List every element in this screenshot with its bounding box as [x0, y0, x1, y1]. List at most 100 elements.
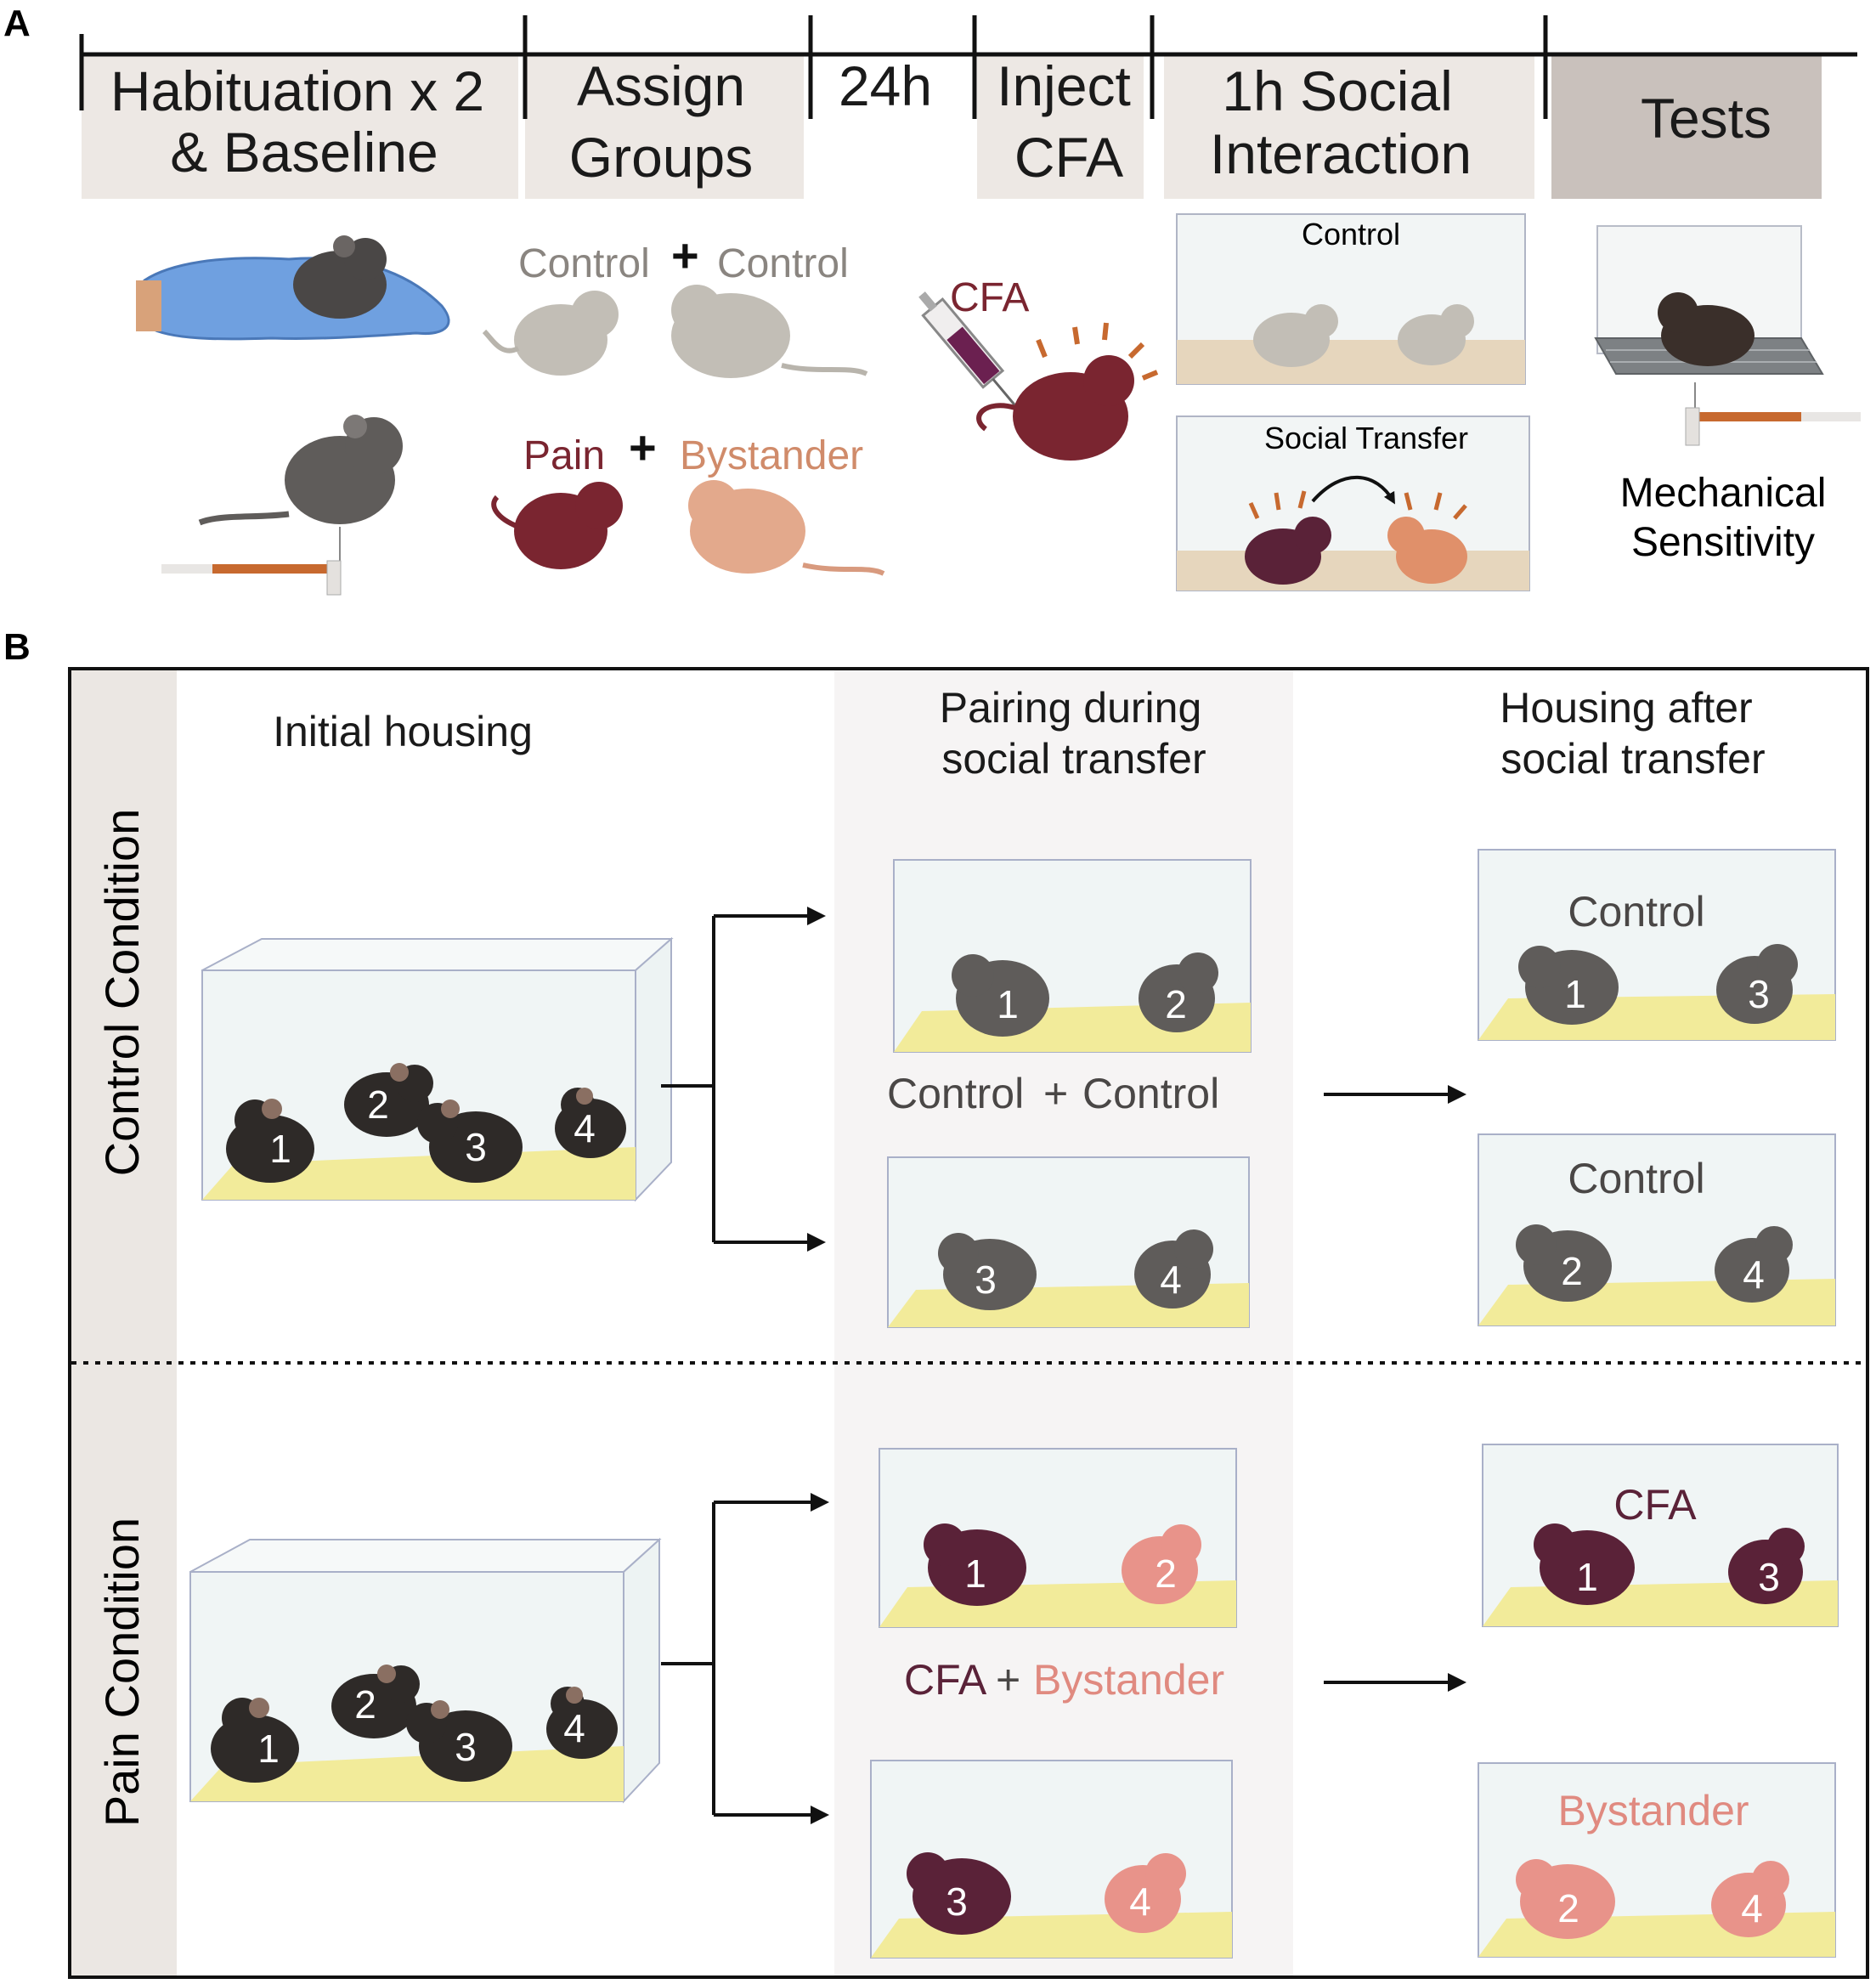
cage-initial-control: 1 2 3 4: [201, 936, 674, 1202]
condition-label-control: Control Condition: [95, 809, 149, 1177]
mouse-icon: [211, 1698, 299, 1783]
mouse-icon: [417, 1099, 523, 1183]
stage-box-tests: [1551, 54, 1822, 199]
stage-label: Assign: [577, 54, 745, 117]
mesh-platform-icon: [1594, 225, 1824, 375]
group-label-bystander: Bystander: [680, 433, 863, 478]
timeline: Habituation x 2 & Baseline Assign Groups…: [79, 15, 1857, 199]
group-plus: +: [671, 229, 699, 282]
stage-box-inject: [977, 54, 1144, 199]
stage-label: Tests: [1641, 87, 1771, 150]
stage-label: & Baseline: [170, 121, 438, 184]
mouse-number: 4: [563, 1706, 585, 1750]
cage-label-control: Control: [1568, 1155, 1704, 1202]
tests-label: Sensitivity: [1631, 520, 1815, 565]
mouse-icon: [1139, 952, 1218, 1032]
mouse-icon: [1516, 1224, 1612, 1302]
stage-label: 1h Social: [1222, 59, 1453, 122]
stage-label: 24h: [839, 54, 932, 117]
mouse-number: 4: [1743, 1252, 1765, 1297]
mouse-number: 2: [367, 1082, 389, 1127]
cage-pairing-control-2: 3 4: [887, 1156, 1250, 1328]
mouse-icon: [1122, 1524, 1201, 1604]
split-arrow-pain: [661, 1493, 829, 1824]
cage-initial-pain: 1 2 3 4: [189, 1537, 662, 1804]
mouse-number: 2: [1557, 1886, 1579, 1930]
cage-label-control: Control: [1568, 888, 1704, 935]
mouse-icon: [406, 1700, 512, 1782]
pair-plus: +: [1043, 1070, 1068, 1117]
stage-box-habituation: [82, 54, 518, 199]
cfa-label: CFA: [950, 275, 1029, 320]
mouse-icon: [1518, 946, 1619, 1025]
column-header-initial: Initial housing: [273, 708, 533, 755]
stage-label: Inject: [997, 54, 1131, 117]
group-plus: +: [629, 421, 657, 474]
mouse-icon: [1534, 1523, 1635, 1605]
pair-label-bystander: Bystander: [1033, 1656, 1224, 1704]
mouse-number: 3: [975, 1258, 997, 1302]
cage-pairing-pain-2: 3 4: [870, 1760, 1233, 1959]
mouse-icon: [907, 1852, 1011, 1935]
mouse-icon: [924, 1523, 1026, 1606]
glove-hand-icon: [136, 257, 450, 341]
mouse-number: 1: [269, 1127, 291, 1171]
group-label-control: Control: [518, 241, 650, 286]
mouse-number: 3: [455, 1725, 477, 1769]
mouse-number: 4: [1160, 1258, 1182, 1302]
mouse-number: 2: [1165, 982, 1187, 1026]
mouse-icon: [546, 1687, 618, 1759]
split-arrow-control: [661, 907, 826, 1252]
mouse-icon: [952, 954, 1049, 1037]
cage-social-transfer-interaction: [1176, 415, 1530, 591]
mouse-number: 1: [997, 982, 1019, 1026]
mouse-control-icon: [671, 285, 868, 378]
mouse-number: 4: [1741, 1886, 1763, 1930]
mouse-number: 1: [964, 1552, 986, 1596]
stage-label: Habituation x 2: [110, 59, 484, 122]
mouse-held-icon: [293, 235, 387, 319]
mouse-number: 3: [1758, 1555, 1780, 1599]
cage-after-cfa: 1 3: [1482, 1444, 1839, 1627]
mouse-icon: [938, 1233, 1037, 1310]
mouse-number: 1: [1564, 972, 1586, 1016]
pair-label-cfa: CFA: [904, 1656, 987, 1704]
tests-label: Mechanical: [1620, 471, 1827, 516]
von-frey-filament-icon: [161, 527, 342, 596]
cage-after-bystander: 2 4: [1478, 1762, 1836, 1958]
mouse-icon: [1715, 1226, 1793, 1303]
mouse-icon: [1728, 1528, 1805, 1604]
cage-label-cfa: CFA: [1613, 1481, 1697, 1529]
mouse-icon: [331, 1665, 420, 1738]
group-label-pain: Pain: [523, 433, 605, 478]
syringe-icon: [918, 291, 1016, 406]
mouse-cfa-injected-icon: [976, 322, 1159, 461]
mouse-baseline-icon: [198, 415, 403, 526]
mouse-number: 2: [354, 1682, 376, 1727]
cage-after-control-2: 2 4: [1478, 1133, 1836, 1326]
condition-sidebar: [71, 670, 177, 1976]
mouse-number: 2: [1155, 1552, 1177, 1596]
mouse-icon: [1105, 1853, 1186, 1933]
pair-label-control: Control: [1082, 1070, 1219, 1117]
pair-label-control: Control: [887, 1070, 1024, 1117]
stage-label: CFA: [1014, 126, 1123, 189]
column-header-after: social transfer: [1500, 735, 1765, 783]
stage-label: Groups: [569, 126, 753, 189]
stage-box-assign: [525, 54, 804, 199]
mouse-number: 4: [574, 1106, 596, 1150]
mouse-pain-icon: [491, 482, 623, 569]
cage-pairing-pain-1: 1 2: [879, 1448, 1237, 1628]
cage-pairing-control-1: 1 2: [893, 859, 1252, 1053]
mouse-number: 3: [1748, 972, 1770, 1016]
panel-b-letter: B: [3, 626, 31, 668]
mouse-bystander-icon: [688, 480, 885, 576]
mouse-icon: [1516, 1859, 1615, 1939]
mouse-number: 4: [1129, 1879, 1151, 1924]
mouse-number: 3: [946, 1879, 968, 1924]
condition-label-pain: Pain Condition: [95, 1518, 149, 1827]
stage-label: Interaction: [1210, 122, 1472, 185]
mouse-icon: [344, 1063, 433, 1137]
panel-a-letter: A: [3, 3, 31, 44]
